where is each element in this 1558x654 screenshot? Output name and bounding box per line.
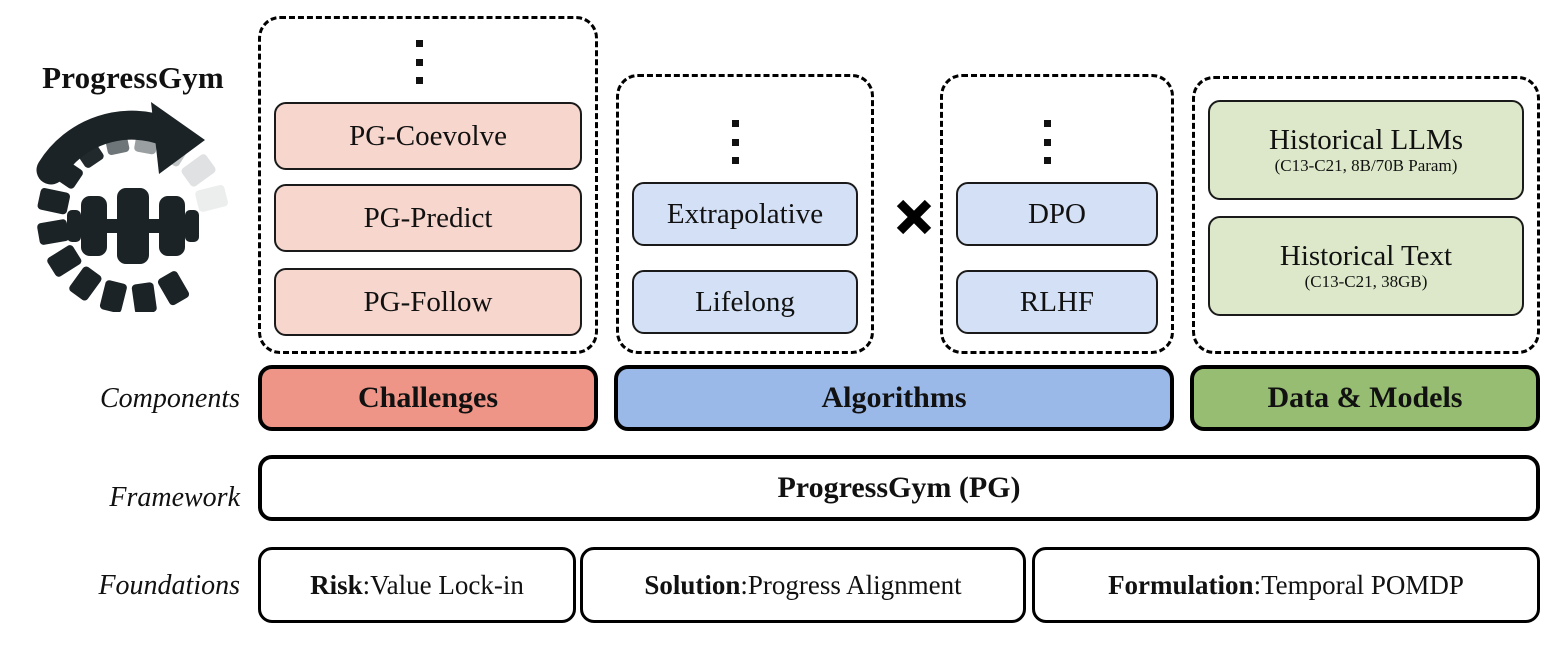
foundation-value: Progress Alignment xyxy=(747,569,962,600)
card-subtitle: (C13-C21, 8B/70B Param) xyxy=(1274,156,1458,176)
page-title: ProgressGym xyxy=(42,60,224,95)
foundation-key: Risk xyxy=(310,569,363,600)
group-container-challenges xyxy=(258,16,598,354)
component-bar-algorithms[interactable]: Algorithms xyxy=(614,365,1174,431)
foundation-key: Formulation xyxy=(1108,569,1254,600)
card-title: PG-Predict xyxy=(363,201,493,234)
component-bar-label: Data & Models xyxy=(1267,381,1463,414)
vertical-ellipsis-icon xyxy=(731,120,739,164)
challenge-card-pg-predict[interactable]: PG-Predict xyxy=(274,184,582,252)
algorithm-card-lifelong[interactable]: Lifelong xyxy=(632,270,858,334)
foundation-card-formulation[interactable]: Formulation: Temporal POMDP xyxy=(1032,547,1540,623)
framework-bar-label: ProgressGym (PG) xyxy=(777,471,1021,504)
foundation-card-solution[interactable]: Solution: Progress Alignment xyxy=(580,547,1026,623)
component-bar-data-models[interactable]: Data & Models xyxy=(1190,365,1540,431)
foundation-key: Solution xyxy=(644,569,741,600)
foundation-card-risk[interactable]: Risk: Value Lock-in xyxy=(258,547,576,623)
challenge-card-pg-coevolve[interactable]: PG-Coevolve xyxy=(274,102,582,170)
row-label-framework: Framework xyxy=(109,482,240,513)
vertical-ellipsis-icon xyxy=(415,40,423,84)
algorithm-card-extrapolative[interactable]: Extrapolative xyxy=(632,182,858,246)
brand-block: ProgressGym xyxy=(18,60,248,350)
group-container-algorithm-method xyxy=(940,74,1174,354)
algorithm-card-dpo[interactable]: DPO xyxy=(956,182,1158,246)
component-bar-challenges[interactable]: Challenges xyxy=(258,365,598,431)
row-label-foundations: Foundations xyxy=(98,570,240,601)
algorithm-card-rlhf[interactable]: RLHF xyxy=(956,270,1158,334)
card-title: Lifelong xyxy=(695,285,795,318)
card-title: PG-Follow xyxy=(363,285,493,318)
progressgym-logo-icon xyxy=(18,102,248,312)
multiply-icon xyxy=(893,196,935,238)
data-card-historical-llms[interactable]: Historical LLMs (C13-C21, 8B/70B Param) xyxy=(1208,100,1524,200)
card-title: Historical Text xyxy=(1279,239,1453,272)
challenge-card-pg-follow[interactable]: PG-Follow xyxy=(274,268,582,336)
card-title: PG-Coevolve xyxy=(349,119,507,152)
card-subtitle: (C13-C21, 38GB) xyxy=(1304,272,1428,292)
foundation-separator: : xyxy=(362,569,371,600)
foundation-value: Temporal POMDP xyxy=(1261,569,1464,600)
foundation-separator: : xyxy=(740,569,748,600)
card-title: DPO xyxy=(1027,197,1086,230)
group-container-data-models xyxy=(1192,76,1540,354)
component-bar-label: Algorithms xyxy=(821,381,967,414)
component-bar-label: Challenges xyxy=(357,381,498,414)
card-title: Historical LLMs xyxy=(1268,123,1464,156)
card-title: RLHF xyxy=(1019,285,1095,318)
foundation-value: Value Lock-in xyxy=(370,569,524,600)
card-title: Extrapolative xyxy=(666,197,824,230)
group-container-algorithm-strategy xyxy=(616,74,874,354)
row-label-components: Components xyxy=(100,383,240,414)
foundation-separator: : xyxy=(1253,569,1262,600)
vertical-ellipsis-icon xyxy=(1043,120,1051,164)
data-card-historical-text[interactable]: Historical Text (C13-C21, 38GB) xyxy=(1208,216,1524,316)
framework-bar[interactable]: ProgressGym (PG) xyxy=(258,455,1540,521)
